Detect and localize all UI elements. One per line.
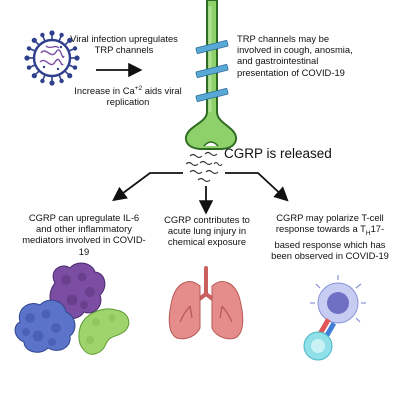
- t-cell-icon: [303, 275, 366, 361]
- arrow-to-inflammation: [112, 172, 183, 202]
- trp-note: TRP channels may be involved in cough, a…: [237, 33, 353, 78]
- virus-icon: [24, 30, 80, 86]
- trp-channel-icon: [195, 40, 229, 102]
- neuron-icon: [184, 0, 238, 150]
- arrow-to-t-cell: [225, 172, 289, 202]
- outcome-inflammation: CGRP can upregulate IL-6 and other infla…: [22, 212, 146, 257]
- outcome-t-cell: CGRP may polarize T-cell response toward…: [271, 212, 389, 262]
- protein-cluster-icon: [14, 262, 130, 355]
- virus-note: Viral infection upregulates TRP channels: [70, 33, 178, 56]
- outcome-lung-injury: CGRP contributes to acute lung injury in…: [164, 214, 250, 248]
- calcium-note: Increase in Ca+2 aids viral replication: [74, 85, 182, 108]
- release-label: CGRP is released: [224, 146, 332, 161]
- lungs-icon: [168, 266, 244, 340]
- cgrp-vesicles-icon: [185, 151, 223, 183]
